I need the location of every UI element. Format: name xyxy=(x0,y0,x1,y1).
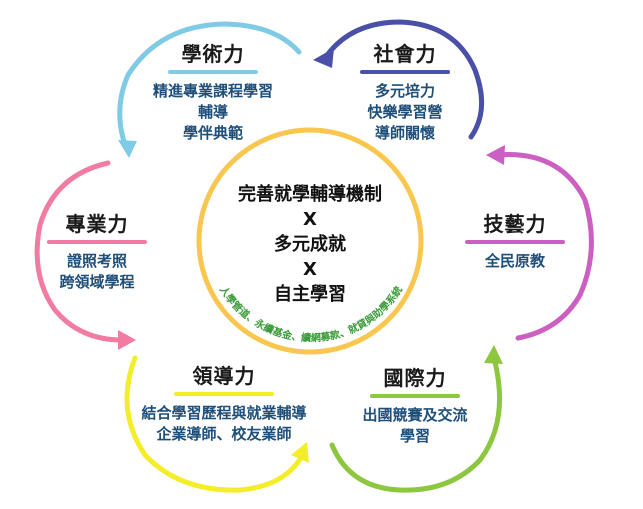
node-international: 國際力 出國競賽及交流 學習 xyxy=(340,362,490,447)
node-professional: 專業力 證照考照 跨領域學程 xyxy=(42,208,152,293)
node-underline xyxy=(174,392,274,396)
social-arrow-icon xyxy=(313,48,334,68)
center-line: X xyxy=(303,209,317,230)
skill-arrow-icon xyxy=(486,145,505,165)
academic-arc xyxy=(117,21,302,153)
node-title: 社會力 xyxy=(373,42,437,66)
node-title: 技藝力 xyxy=(483,212,547,236)
node-line: 多元培力 xyxy=(374,82,435,100)
node-line: 出國競賽及交流 xyxy=(362,406,468,424)
node-underline xyxy=(360,70,450,74)
node-line: 輔導 xyxy=(197,103,228,121)
node-underline xyxy=(168,70,258,74)
center-line: 完善就學輔導機制 xyxy=(238,184,382,205)
professional-arc xyxy=(34,160,125,343)
node-line: 學習 xyxy=(399,427,430,445)
center-ring xyxy=(196,127,424,355)
node-skill: 技藝力 全民原教 xyxy=(460,208,570,272)
node-title: 專業力 xyxy=(65,212,129,236)
leadership-arrow-icon xyxy=(291,442,309,463)
node-line: 結合學習歷程與就業輔導 xyxy=(141,404,307,422)
international-arrow-icon xyxy=(484,345,503,364)
node-leadership: 領導力 結合學習歷程與就業輔導 企業導師、校友業師 xyxy=(126,360,322,445)
node-social: 社會力 多元培力 快樂學習營 導師關懷 xyxy=(340,38,470,144)
node-underline xyxy=(370,394,460,398)
node-line: 導師關懷 xyxy=(374,124,435,142)
node-title: 學術力 xyxy=(181,42,245,66)
international-arc xyxy=(329,355,503,493)
node-line: 學伴典範 xyxy=(182,124,243,142)
social-arc xyxy=(322,19,485,140)
node-underline xyxy=(465,240,565,244)
node-line: 快樂學習營 xyxy=(367,103,443,121)
academic-arrow-icon xyxy=(118,140,137,158)
center-text: 完善就學輔導機制 X 多元成就 X 自主學習 xyxy=(220,182,400,307)
node-line: 全民原教 xyxy=(484,252,545,270)
center-line: 多元成就 xyxy=(274,234,346,255)
node-line: 證照考照 xyxy=(66,252,127,270)
node-academic: 學術力 精進專業課程學習 輔導 學伴典範 xyxy=(138,38,288,144)
skill-arc xyxy=(494,152,594,341)
professional-arrow-icon xyxy=(118,330,136,350)
center-line: 自主學習 xyxy=(274,284,346,305)
node-line: 跨領域學程 xyxy=(59,273,135,291)
center-line: X xyxy=(303,259,317,280)
node-line: 企業導師、校友業師 xyxy=(156,425,292,443)
node-title: 領導力 xyxy=(192,364,256,388)
leadership-arc xyxy=(124,355,305,493)
node-underline xyxy=(47,240,147,244)
node-line: 精進專業課程學習 xyxy=(152,82,273,100)
node-title: 國際力 xyxy=(383,366,447,390)
